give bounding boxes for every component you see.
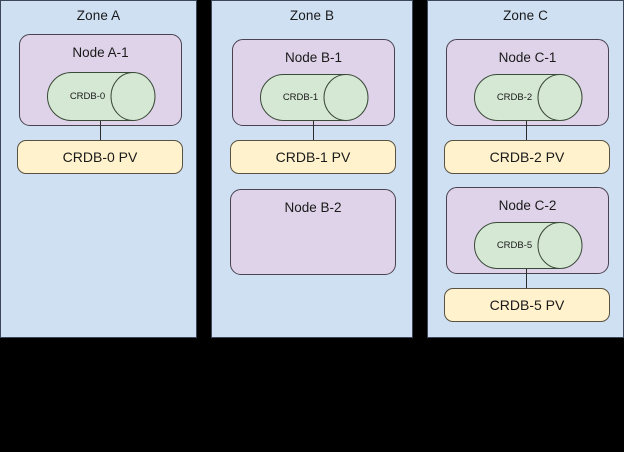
database-cylinder-crdb-1[interactable]: CRDB-1 bbox=[260, 74, 369, 121]
pv-box-crdb-5-pv[interactable]: CRDB-5 PV bbox=[444, 288, 610, 322]
zone-title: Zone A bbox=[76, 8, 121, 23]
node-label: Node B-2 bbox=[284, 200, 342, 215]
pv-label: CRDB-0 PV bbox=[62, 149, 138, 165]
pv-connector-line bbox=[313, 121, 314, 140]
node-label: Node A-1 bbox=[72, 45, 129, 60]
pv-connector-line bbox=[100, 121, 101, 140]
pv-box-crdb-2-pv[interactable]: CRDB-2 PV bbox=[444, 140, 610, 174]
pv-label: CRDB-5 PV bbox=[489, 297, 565, 313]
node-label: Node B-1 bbox=[284, 50, 343, 65]
pv-box-crdb-0-pv[interactable]: CRDB-0 PV bbox=[17, 140, 183, 174]
node-label: Node C-2 bbox=[498, 198, 557, 213]
pv-connector-line bbox=[526, 121, 527, 140]
node-label: Node C-1 bbox=[498, 50, 557, 65]
zone-title: Zone C bbox=[503, 8, 548, 23]
pv-label: CRDB-2 PV bbox=[489, 149, 565, 165]
pv-label: CRDB-1 PV bbox=[275, 149, 351, 165]
database-cylinder-crdb-2[interactable]: CRDB-2 bbox=[474, 74, 583, 121]
database-cylinder-crdb-5[interactable]: CRDB-5 bbox=[474, 222, 583, 269]
zone-title: Zone B bbox=[289, 8, 335, 23]
pv-connector-line bbox=[526, 269, 527, 288]
node-box-node-b-2[interactable]: Node B-2 bbox=[230, 189, 396, 275]
pv-box-crdb-1-pv[interactable]: CRDB-1 PV bbox=[230, 140, 396, 174]
database-cylinder-crdb-0[interactable]: CRDB-0 bbox=[47, 72, 156, 121]
